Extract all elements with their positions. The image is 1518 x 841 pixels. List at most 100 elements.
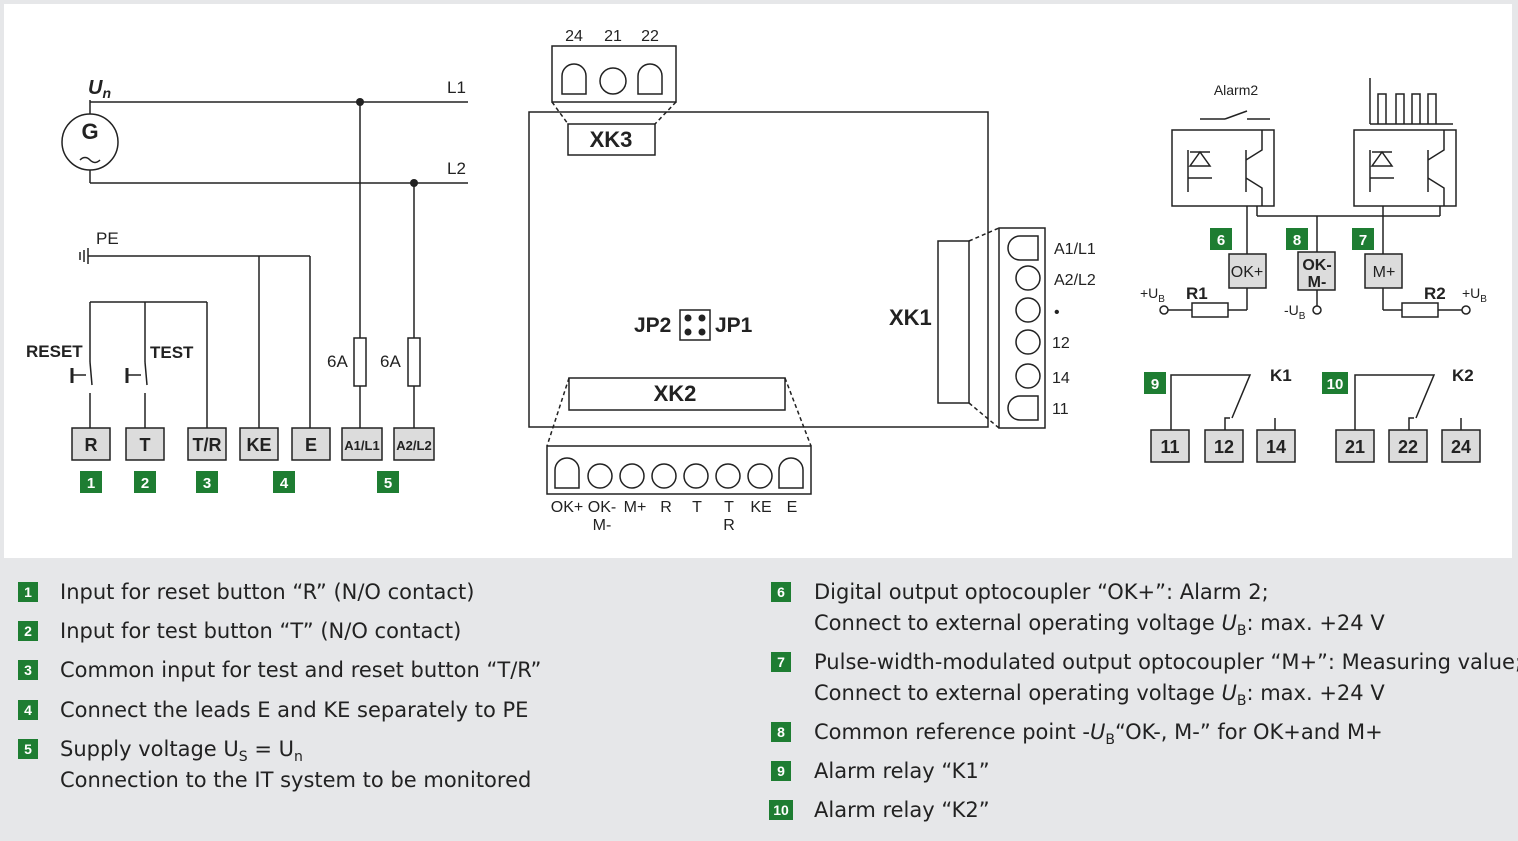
terminal-TR bbox=[187, 427, 227, 461]
legend-text-5: Supply voltage US = Un bbox=[60, 737, 303, 766]
k2-terminal-22 bbox=[1388, 429, 1428, 463]
mplus-label: M+ bbox=[1373, 264, 1396, 281]
k2-t22: 22 bbox=[1398, 437, 1418, 457]
okminus-label: OK- bbox=[1302, 257, 1331, 274]
legend-badge-5: 5 bbox=[18, 739, 38, 759]
k1-t14: 14 bbox=[1266, 437, 1286, 457]
wiring-diagram: G Un L1 L2 PE RESET TEST 6A 6A R T T/R K… bbox=[26, 28, 1487, 534]
terminal-T bbox=[125, 427, 165, 461]
legend-badge-10: 10 bbox=[769, 800, 793, 820]
xk3-connector bbox=[551, 45, 677, 103]
terminal-R bbox=[71, 427, 111, 461]
un-label: Un bbox=[88, 77, 111, 101]
okplus-terminal bbox=[1228, 253, 1267, 289]
legend-badge-1: 1 bbox=[18, 582, 38, 602]
badge-7: 7 bbox=[1359, 232, 1367, 249]
legend-badge-6: 6 bbox=[771, 582, 791, 602]
k2-label: K2 bbox=[1452, 366, 1474, 385]
l1-label: L1 bbox=[447, 78, 466, 97]
jp1-label: JP1 bbox=[715, 314, 753, 337]
k2-terminal-24 bbox=[1441, 429, 1481, 463]
alarm2-label: Alarm2 bbox=[1214, 82, 1259, 98]
terminal-KE bbox=[239, 427, 279, 461]
xk2-pin-mplus: M+ bbox=[624, 499, 647, 516]
xk1-label-box bbox=[937, 240, 970, 404]
badge-2: 2 bbox=[141, 475, 149, 492]
xk1-connector bbox=[998, 227, 1046, 429]
legend-badge-4: 4 bbox=[18, 700, 38, 720]
legend-badge-3: 3 bbox=[18, 660, 38, 680]
mminus-label: M- bbox=[1308, 274, 1327, 291]
k2-terminal-21 bbox=[1335, 429, 1375, 463]
xk2-pin-tr-2: R bbox=[723, 517, 735, 534]
test-label: TEST bbox=[150, 343, 194, 362]
legend-badge-7: 7 bbox=[771, 652, 791, 672]
diagram-panel: G Un L1 L2 PE RESET TEST 6A 6A R T T/R K… bbox=[4, 4, 1512, 558]
xk2-label-box bbox=[568, 377, 786, 411]
ub-plus-right: +UB bbox=[1462, 285, 1487, 305]
xk2-pin-e: E bbox=[787, 499, 798, 516]
mplus-terminal bbox=[1364, 253, 1403, 289]
terminal-label-A1L1: A1/L1 bbox=[344, 438, 379, 453]
optocoupler-alarm2 bbox=[1171, 129, 1275, 207]
legend-text-8: Common reference point -UB“OK-, M-” for … bbox=[814, 720, 1383, 749]
legend-text-5b: Connection to the IT system to be monito… bbox=[60, 768, 532, 792]
legend-text-1: Input for reset button “R” (N/O contact) bbox=[60, 580, 475, 604]
resistor-r1 bbox=[1191, 302, 1229, 318]
k1-terminal-14 bbox=[1256, 429, 1296, 463]
terminal-label-R: R bbox=[85, 435, 98, 455]
fuse2-label: 6A bbox=[380, 352, 401, 371]
jp2-label: JP2 bbox=[634, 314, 671, 337]
badge-5: 5 bbox=[384, 475, 392, 492]
fuse1-label: 6A bbox=[327, 352, 348, 371]
legend-text-4: Connect the leads E and KE separately to… bbox=[60, 698, 529, 722]
pe-label: PE bbox=[96, 229, 119, 248]
badge-3: 3 bbox=[203, 475, 211, 492]
xk2-pin-okminus: OK- bbox=[588, 499, 616, 516]
xk3-pin-24: 24 bbox=[565, 28, 583, 45]
terminal-label-T: T bbox=[140, 435, 151, 455]
badge-9: 9 bbox=[1151, 376, 1159, 393]
fuse-1 bbox=[353, 337, 367, 387]
badge-6: 6 bbox=[1217, 232, 1225, 249]
xk2-pin-r: R bbox=[660, 499, 672, 516]
badge-8: 8 bbox=[1293, 232, 1301, 249]
xk1-label: XK1 bbox=[889, 305, 932, 330]
xk1-pin-14: 14 bbox=[1052, 370, 1070, 387]
badge-10: 10 bbox=[1327, 376, 1344, 393]
xk2-label: XK2 bbox=[654, 381, 697, 406]
legend-badge-2: 2 bbox=[18, 621, 38, 641]
xk1-pin-a1l1: A1/L1 bbox=[1054, 241, 1096, 258]
legend-text-9: Alarm relay “K1” bbox=[814, 759, 990, 783]
jumper-block bbox=[679, 309, 711, 341]
optocoupler-pwm bbox=[1353, 129, 1457, 207]
generator-label: G bbox=[81, 119, 98, 144]
legend-text-7b: Connect to external operating voltage UB… bbox=[814, 681, 1385, 710]
k2-t21: 21 bbox=[1345, 437, 1365, 457]
terminal-label-KE: KE bbox=[246, 435, 271, 455]
legend-badge-9: 9 bbox=[771, 761, 791, 781]
k1-terminal-11 bbox=[1150, 429, 1190, 463]
badge-1: 1 bbox=[87, 475, 95, 492]
xk2-pin-okplus: OK+ bbox=[551, 499, 583, 516]
device-body bbox=[528, 111, 989, 428]
terminal-E bbox=[291, 427, 331, 461]
l2-label: L2 bbox=[447, 159, 466, 178]
xk1-pin-dot: • bbox=[1054, 304, 1060, 321]
xk1-pin-12: 12 bbox=[1052, 335, 1070, 352]
legend-text-6b: Connect to external operating voltage UB… bbox=[814, 611, 1385, 640]
legend-text-2: Input for test button “T” (N/O contact) bbox=[60, 619, 462, 643]
terminal-label-E: E bbox=[305, 435, 317, 455]
k1-t12: 12 bbox=[1214, 437, 1234, 457]
legend-badge-8: 8 bbox=[771, 722, 791, 742]
xk3-pin-22: 22 bbox=[641, 28, 659, 45]
terminal-label-TR: T/R bbox=[193, 435, 222, 455]
legend-text-7: Pulse-width-modulated output optocoupler… bbox=[814, 650, 1518, 674]
terminal-A1L1 bbox=[341, 427, 383, 461]
okminus-terminal bbox=[1297, 251, 1336, 291]
xk1-pin-a2l2: A2/L2 bbox=[1054, 272, 1096, 289]
xk3-pin-21: 21 bbox=[604, 28, 622, 45]
k1-t11: 11 bbox=[1160, 437, 1179, 457]
terminal-label-A2L2: A2/L2 bbox=[396, 438, 431, 453]
xk3-label: XK3 bbox=[590, 127, 633, 152]
